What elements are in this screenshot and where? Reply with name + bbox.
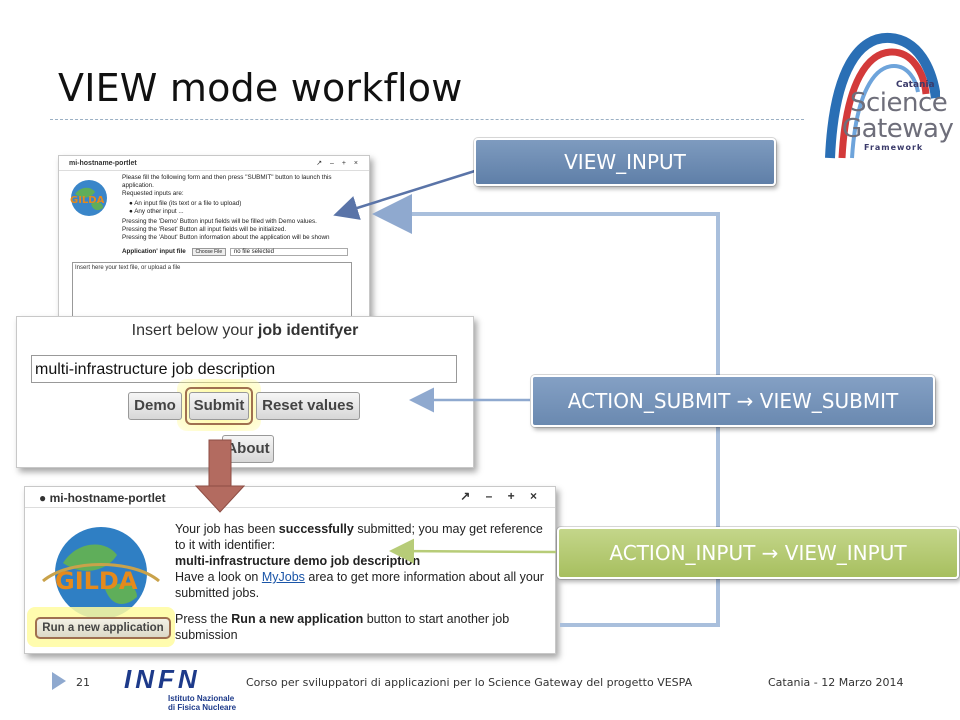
reset-values-button[interactable]: Reset values — [256, 392, 360, 420]
run-new-instructions: Press the Run a new application button t… — [175, 612, 510, 642]
logo-science-text: Science — [850, 88, 948, 118]
page-number: 21 — [76, 676, 90, 689]
instructions-line-4: Pressing the 'Reset' Button all input fi… — [122, 226, 287, 233]
submit-button[interactable]: Submit — [189, 392, 249, 420]
run-new-application-button[interactable]: Run a new application — [35, 617, 171, 639]
input-file-textarea[interactable]: Insert here your text file, or upload a … — [72, 262, 352, 324]
slide-title: VIEW mode workflow — [58, 66, 463, 110]
gilda-globe-icon: GILDA — [70, 180, 107, 216]
title-divider — [50, 119, 804, 120]
svg-text:GILDA: GILDA — [55, 567, 138, 595]
file-input-row: Application' input file Choose File no f… — [122, 248, 348, 256]
view-input-screenshot: mi-hostname-portlet ↗ – + × GILDA Please… — [58, 155, 370, 325]
requested-input-bullet-1: ● An input file (its text or a file to u… — [129, 200, 242, 207]
requested-input-bullet-2: ● Any other input ... — [129, 208, 184, 215]
submission-message: Your job has been successfully submitted… — [175, 522, 544, 600]
window-controls[interactable]: ↗ – + × — [316, 160, 361, 167]
title-bar-divider — [25, 507, 555, 508]
infn-logo-text: INFN — [124, 664, 201, 694]
file-input-label: Application' input file — [122, 248, 186, 255]
science-gateway-logo: Catania Science Gateway Framework — [812, 22, 954, 162]
action-input-label: ACTION_INPUT → VIEW_INPUT — [556, 526, 960, 580]
instructions-line-1: Please fill the following form and then … — [122, 174, 332, 189]
svg-text:GILDA: GILDA — [70, 195, 105, 206]
footer-course-title: Corso per sviluppatori di applicazioni p… — [246, 676, 693, 689]
instructions-line-2: Requested inputs are: — [122, 190, 184, 197]
job-identifier-value: multi-infrastructure demo job descriptio… — [175, 554, 421, 568]
action-submit-label: ACTION_SUBMIT → VIEW_SUBMIT — [530, 374, 936, 428]
choose-file-button[interactable]: Choose File — [191, 248, 227, 256]
logo-catania-text: Catania — [896, 80, 935, 90]
footer-bullet-icon — [52, 672, 66, 690]
demo-button[interactable]: Demo — [128, 392, 182, 420]
view-input-label: VIEW_INPUT — [473, 137, 777, 187]
portlet-title: ● mi-hostname-portlet — [39, 491, 166, 505]
submit-highlight-ring — [185, 387, 253, 425]
logo-arc-icon — [825, 32, 940, 159]
window-controls[interactable]: ↗ – + × — [460, 489, 543, 503]
about-button[interactable]: About — [222, 435, 274, 463]
myjobs-link[interactable]: MyJobs — [261, 570, 305, 584]
view-submit-screenshot: ● mi-hostname-portlet ↗ – + × GILDA Your… — [24, 486, 556, 654]
file-name-field[interactable]: no file selected — [229, 248, 348, 256]
instructions-line-3: Pressing the 'Demo' Button input fields … — [122, 218, 317, 225]
job-identifier-screenshot: Insert below your job identifyer multi-i… — [16, 316, 474, 468]
logo-gateway-text: Gateway — [842, 114, 954, 144]
footer-date: Catania - 12 Marzo 2014 — [768, 676, 904, 689]
instructions-line-5: Pressing the 'About' Button information … — [122, 234, 330, 241]
logo-framework-text: Framework — [864, 143, 924, 152]
portlet-title: mi-hostname-portlet — [69, 160, 137, 167]
job-identifier-heading: Insert below your job identifyer — [131, 322, 359, 339]
title-bar-divider — [59, 170, 369, 171]
gilda-globe-icon: GILDA — [42, 527, 160, 619]
